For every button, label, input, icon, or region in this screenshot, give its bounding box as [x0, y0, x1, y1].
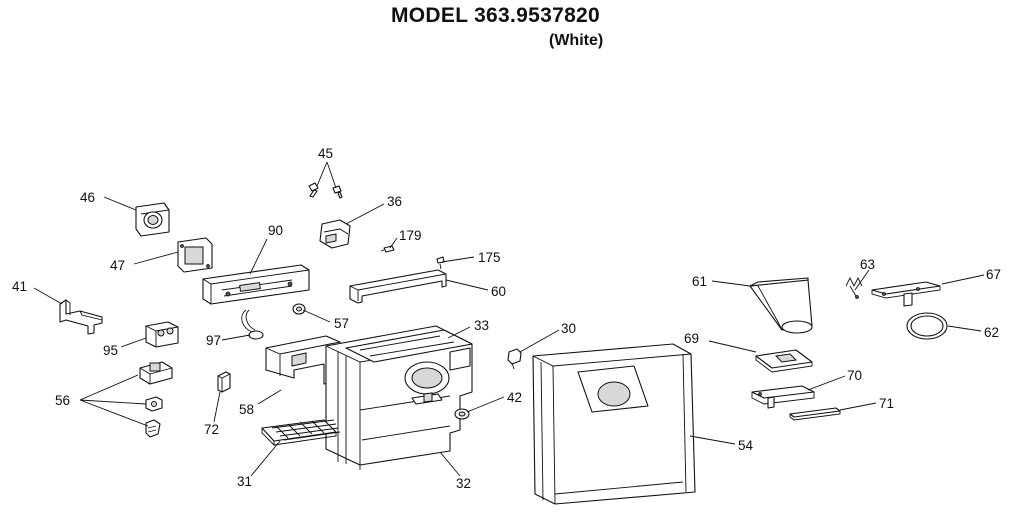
part-72-clip [217, 371, 231, 393]
part-179-screw [380, 245, 395, 253]
part-36-bracket [319, 219, 351, 249]
callout-46: 46 [80, 190, 95, 205]
callout-71: 71 [879, 396, 894, 411]
callout-67: 67 [986, 267, 1001, 282]
model-title: MODEL 363.9537820 [391, 4, 601, 27]
callout-36: 36 [387, 194, 402, 209]
callout-60: 60 [491, 284, 506, 299]
callout-33: 33 [474, 318, 489, 333]
callout-175: 175 [478, 250, 501, 265]
part-41-latch [59, 299, 103, 335]
callout-56: 56 [55, 393, 70, 408]
part-31-tray [261, 419, 341, 447]
callout-63: 63 [860, 257, 875, 272]
callout-179: 179 [399, 228, 422, 243]
part-54-door [532, 343, 696, 505]
part-33-ice-bucket-top [345, 329, 473, 405]
callout-72: 72 [204, 422, 219, 437]
callout-47: 47 [110, 258, 125, 273]
part-56-components [139, 361, 173, 438]
part-90-control-panel [202, 264, 310, 305]
part-95-switch [145, 321, 179, 348]
part-63-spring [845, 276, 863, 299]
part-61-chute [749, 277, 813, 334]
part-46-knob [135, 202, 170, 237]
part-60-rail [349, 269, 447, 304]
callout-labels: 45 46 36 90 179 175 47 41 60 57 33 30 95… [12, 146, 1001, 491]
callout-54: 54 [738, 438, 754, 453]
part-47-plate [177, 237, 213, 273]
part-175-screw [436, 256, 445, 270]
callout-42: 42 [507, 390, 522, 405]
callout-61: 61 [692, 274, 707, 289]
callout-32: 32 [456, 476, 471, 491]
callout-41: 41 [12, 279, 27, 294]
callout-31: 31 [237, 474, 252, 489]
model-color-subtitle: (White) [549, 32, 604, 49]
callout-95: 95 [103, 343, 118, 358]
part-42-bushing [454, 408, 470, 420]
part-57-grommet [292, 303, 306, 315]
part-62-ring [906, 312, 948, 340]
part-69-tray [755, 349, 813, 373]
callout-58: 58 [239, 402, 254, 417]
part-71-bar [789, 407, 841, 421]
part-97-harness [241, 309, 264, 340]
callout-70: 70 [847, 368, 862, 383]
leader-lines [33, 161, 985, 477]
callout-97: 97 [206, 333, 221, 348]
callout-45: 45 [318, 146, 333, 161]
part-30-fitting [507, 348, 522, 370]
callout-57: 57 [334, 316, 349, 331]
part-58-side-bracket [265, 335, 341, 385]
callout-62: 62 [984, 325, 999, 340]
callout-69: 69 [684, 331, 699, 346]
part-45-screws [308, 182, 343, 199]
callout-30: 30 [561, 321, 576, 336]
part-70-hinge [751, 385, 815, 409]
part-67-bracket [871, 281, 941, 307]
callout-90: 90 [268, 223, 283, 238]
